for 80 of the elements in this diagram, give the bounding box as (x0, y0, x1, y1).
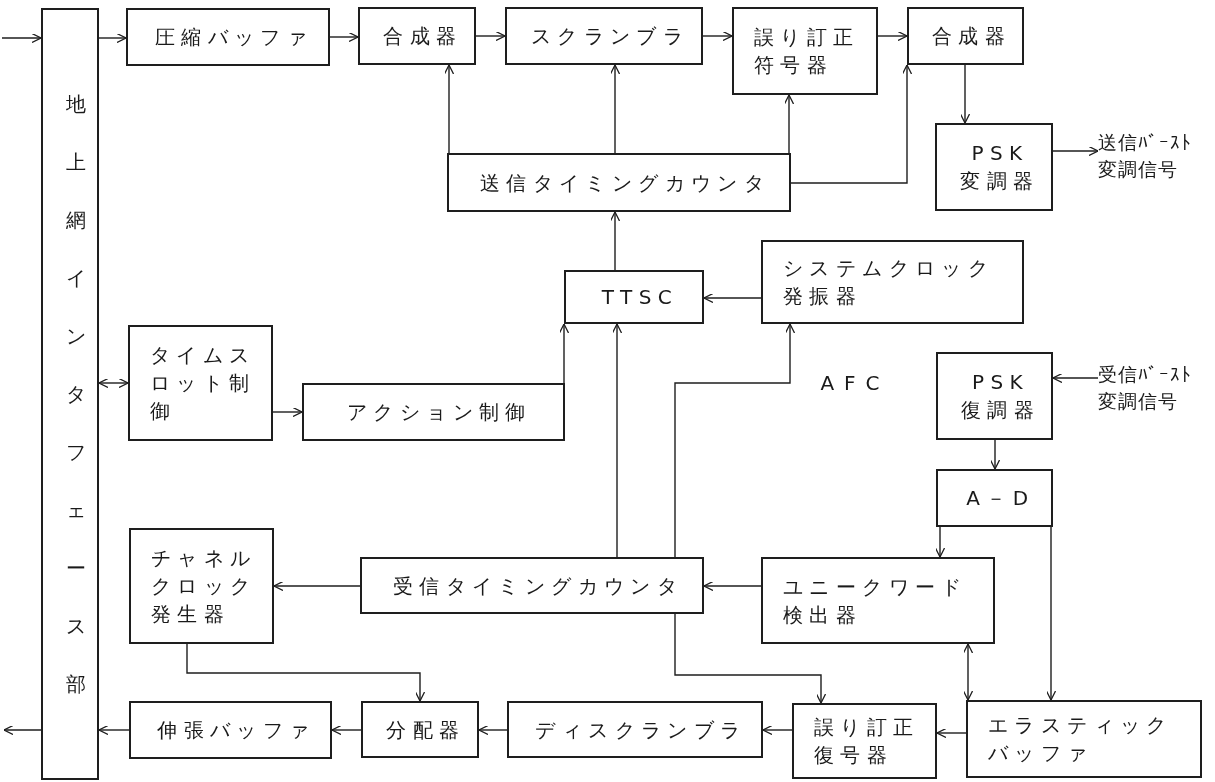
arrow (609, 211, 621, 271)
block-box (564, 270, 704, 324)
arrow (934, 526, 946, 558)
arrow (1052, 145, 1099, 157)
block-box (360, 557, 704, 614)
block-label: スクランブラ (530, 23, 690, 50)
block-box (507, 701, 763, 758)
arrow (877, 30, 908, 42)
arrow (98, 32, 127, 44)
block-box (302, 383, 565, 441)
block-box (447, 153, 791, 212)
arrow (703, 580, 762, 592)
block-box (129, 528, 274, 644)
block-label: ディスクランブラ (535, 716, 747, 744)
arrow (1045, 526, 1057, 701)
arrow (962, 643, 974, 701)
arrow (609, 64, 621, 154)
arrow (1, 32, 42, 44)
arrow (558, 323, 570, 384)
block-box (732, 7, 878, 95)
block-label: PSK復調器 (959, 369, 1042, 424)
block-box (907, 7, 1024, 65)
block-label: PSK変調器 (959, 140, 1041, 195)
arrow (989, 439, 1001, 470)
block-label: 合成器 (383, 23, 463, 50)
block-label: 誤り訂正復号器 (814, 714, 921, 769)
block-box (505, 7, 703, 65)
block-label: ユニークワード検出器 (783, 573, 969, 629)
block-label: 送信ﾊﾞｰｽﾄ変調信号 (1098, 130, 1193, 182)
block-label: タイムスロット制御 (150, 342, 257, 425)
arrow (186, 643, 426, 702)
arrow (703, 292, 762, 304)
block-box (761, 240, 1024, 324)
arrow (3, 724, 42, 736)
arrow (1052, 372, 1099, 384)
block-box (128, 325, 273, 441)
block-label: 合成器 (931, 23, 1012, 50)
arrow (329, 31, 359, 43)
block-label: 分配器 (386, 716, 466, 744)
arrow (674, 613, 827, 704)
block-box (792, 703, 937, 779)
block-label: TTSC (601, 284, 679, 311)
arrow (443, 64, 455, 154)
arrow (475, 30, 506, 42)
block-label: 送信タイミングカウンタ (479, 169, 771, 197)
block-box (358, 7, 476, 65)
block-label: 誤り訂正符号器 (754, 24, 861, 79)
block-label: 受信ﾊﾞｰｽﾄ変調信号 (1098, 362, 1193, 414)
arrow (674, 323, 796, 558)
block-label: アクション制御 (347, 399, 532, 426)
block-label: 受信タイミングカウンタ (392, 572, 684, 600)
arrow (762, 724, 793, 736)
block-box (936, 352, 1053, 440)
block-label: 地上網インタフェース部 (66, 91, 86, 698)
arrow (478, 724, 508, 736)
block-box (935, 123, 1053, 211)
block-box (41, 8, 99, 780)
arrow (272, 406, 303, 418)
block-label: 伸張バッファ (157, 717, 316, 744)
arrow (783, 94, 795, 154)
arrow (331, 724, 362, 736)
arrow (273, 580, 361, 592)
block-box (966, 700, 1202, 778)
arrow (611, 323, 623, 558)
arrow (790, 64, 913, 184)
arrow (959, 64, 971, 124)
block-box (361, 701, 479, 758)
block-label: システムクロック発振器 (783, 255, 996, 310)
block-box (936, 469, 1053, 527)
arrow (98, 377, 129, 389)
block-box (126, 8, 330, 66)
block-label: 圧縮バッファ (154, 24, 314, 51)
block-box (129, 701, 332, 759)
arrow (936, 727, 967, 739)
block-label: A－D (966, 485, 1035, 512)
block-label: エラスティックバッファ (988, 712, 1174, 767)
block-label: チャネルクロック発生器 (151, 545, 258, 628)
block-box (761, 557, 995, 644)
arrow (702, 30, 733, 42)
arrow (98, 724, 130, 736)
